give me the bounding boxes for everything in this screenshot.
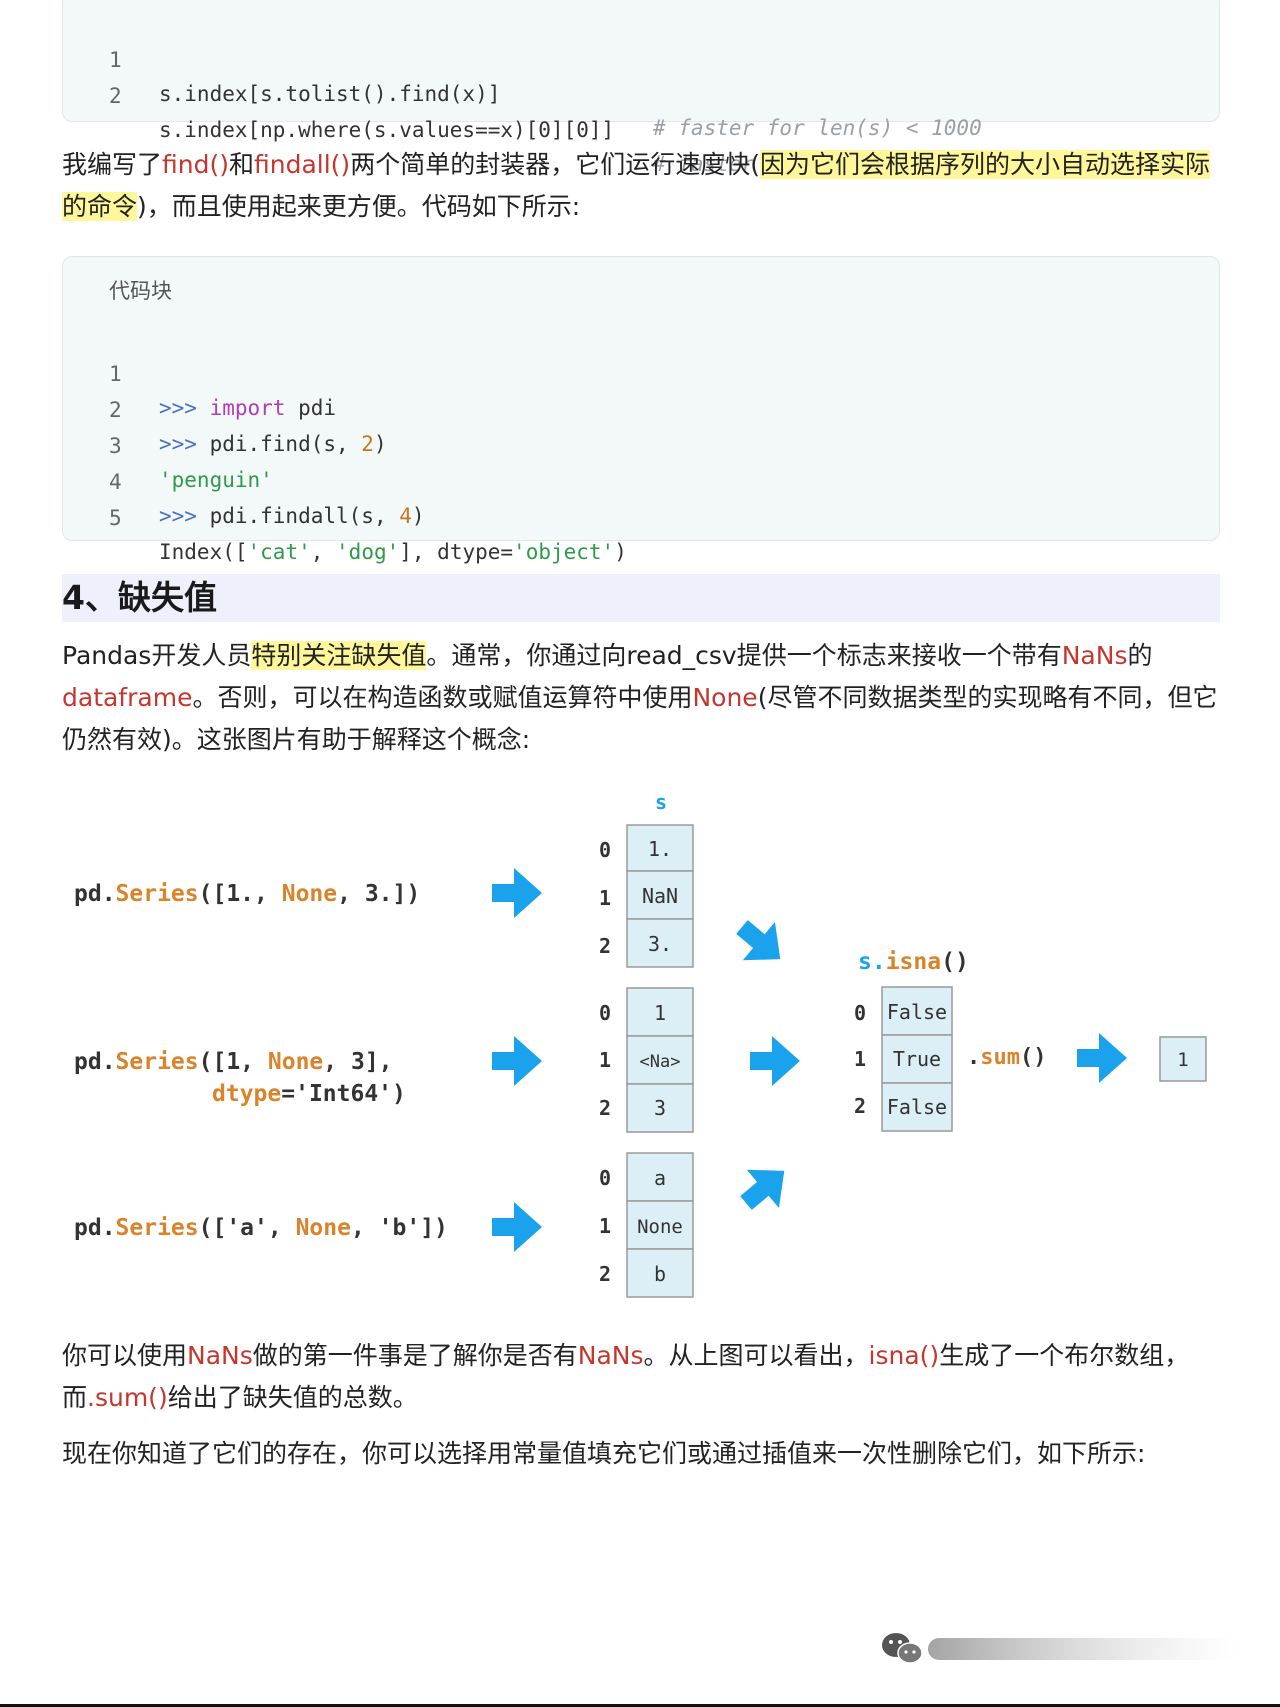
code-block-pdi: 代码块 1 >>> import pdi 2 >>> pdi.find(s, 2… — [62, 256, 1220, 564]
result-cell — [1159, 1036, 1207, 1082]
result-value: 1 — [1177, 1049, 1188, 1071]
line-number: 2 — [109, 84, 122, 108]
cell-value: 1. — [648, 837, 672, 861]
code-line: 2 >>> pdi.find(s, 2) — [109, 398, 387, 456]
code-series-dtype: dtype='Int64') — [212, 1081, 406, 1107]
bottom-border — [0, 1704, 1280, 1707]
isna-label: s.isna() — [858, 949, 969, 975]
cell-value: 3 — [654, 1096, 666, 1120]
paragraph-missing-values: Pandas开发人员特别关注缺失值。通常，你通过向read_csv提供一个标志来… — [62, 641, 1218, 754]
arrow-right-icon — [492, 1036, 542, 1086]
cell-value: NaN — [642, 884, 678, 908]
code-series-object: pd.Series(['a', None, 'b']) — [74, 1215, 448, 1241]
code-block-title: 代码块 — [109, 279, 172, 303]
find-link: find() — [162, 150, 229, 179]
cell-value: <Na> — [640, 1052, 681, 1072]
index-label: 1 — [599, 1214, 611, 1238]
line-number: 1 — [109, 48, 122, 72]
index-label: 0 — [599, 1001, 611, 1025]
cell-value: a — [654, 1166, 666, 1190]
wechat-icon — [882, 1633, 923, 1664]
code-series-int64: pd.Series([1, None, 3], — [74, 1049, 393, 1075]
code-block-finder: 1 s.index[s.tolist().find(x)] # faster f… — [62, 0, 1220, 176]
series-s-label: s — [655, 790, 667, 814]
code-series-float: pd.Series([1., None, 3.]) — [74, 881, 420, 907]
index-label: 2 — [854, 1094, 866, 1118]
index-label: 1 — [599, 1048, 611, 1072]
cell-value: 1 — [654, 1001, 666, 1025]
index-label: 2 — [599, 934, 611, 958]
section-heading: 4、缺失值 — [62, 574, 1220, 622]
code-comment: # faster for len(s) < 1000 — [653, 116, 982, 140]
cell-value: None — [637, 1216, 683, 1238]
watermark — [882, 1633, 1238, 1664]
index-label: 0 — [854, 1001, 866, 1025]
cell-value: False — [887, 1095, 947, 1119]
series-int64-cells: 0 1 2 1 <Na> 3 — [599, 987, 694, 1133]
code-line: 4 >>> pdi.findall(s, 4) — [109, 470, 425, 528]
arrow-down-right-icon — [725, 907, 797, 979]
index-label: 2 — [599, 1096, 611, 1120]
index-label: 1 — [599, 886, 611, 910]
isna-cells: 0 1 2 False True False — [854, 986, 953, 1132]
code-text: s.index[s.tolist().find(x)] — [159, 82, 501, 106]
paragraph-fill-or-drop: 现在你知道了它们的存在，你可以选择用常量值填充它们或通过插值来一次性删除它们，如… — [62, 1439, 1146, 1468]
cell-value: b — [654, 1262, 666, 1286]
code-line: 2 s.index[np.where(s.values==x)[0][0]] #… — [63, 45, 1219, 176]
code-line: 1 >>> import pdi — [109, 362, 337, 420]
paragraph-find-wrappers: 我编写了find()和findall()两个简单的封装器，它们运行速度快(因为它… — [62, 150, 1210, 221]
missing-values-diagram: s pd.Series([1., None, 3.]) pd.Series([1… — [74, 790, 1207, 1298]
code-line: 3 'penguin' — [109, 434, 273, 492]
arrow-right-icon — [1077, 1033, 1127, 1083]
code-line: 1 s.index[s.tolist().find(x)] # faster f… — [63, 9, 1219, 140]
cell-value: True — [893, 1047, 941, 1071]
findall-link: findall() — [254, 150, 351, 179]
arrow-right-icon — [750, 1036, 800, 1086]
cell-value: False — [887, 1000, 947, 1024]
arrow-right-icon — [492, 1202, 542, 1252]
index-label: 1 — [854, 1047, 866, 1071]
arrow-up-right-icon — [729, 1151, 801, 1223]
code-text: s.index[np.where(s.values==x)[0][0]] — [159, 118, 615, 142]
arrow-right-icon — [492, 868, 542, 918]
series-float-cells: 0 1 2 1. NaN 3. — [599, 824, 694, 968]
cell-value: 3. — [648, 932, 672, 956]
highlight-text: 特别关注缺失值 — [251, 641, 427, 670]
index-label: 0 — [599, 1166, 611, 1190]
series-object-cells: 0 1 2 a None b — [599, 1152, 694, 1298]
index-label: 2 — [599, 1262, 611, 1286]
index-label: 0 — [599, 838, 611, 862]
code-line: 5 Index(['cat', 'dog'], dtype='object') — [109, 506, 627, 564]
paragraph-isna-explanation: 你可以使用NaNs做的第一件事是了解你是否有NaNs。从上图可以看出，isna(… — [62, 1341, 1190, 1412]
sum-label: .sum() — [967, 1045, 1047, 1070]
